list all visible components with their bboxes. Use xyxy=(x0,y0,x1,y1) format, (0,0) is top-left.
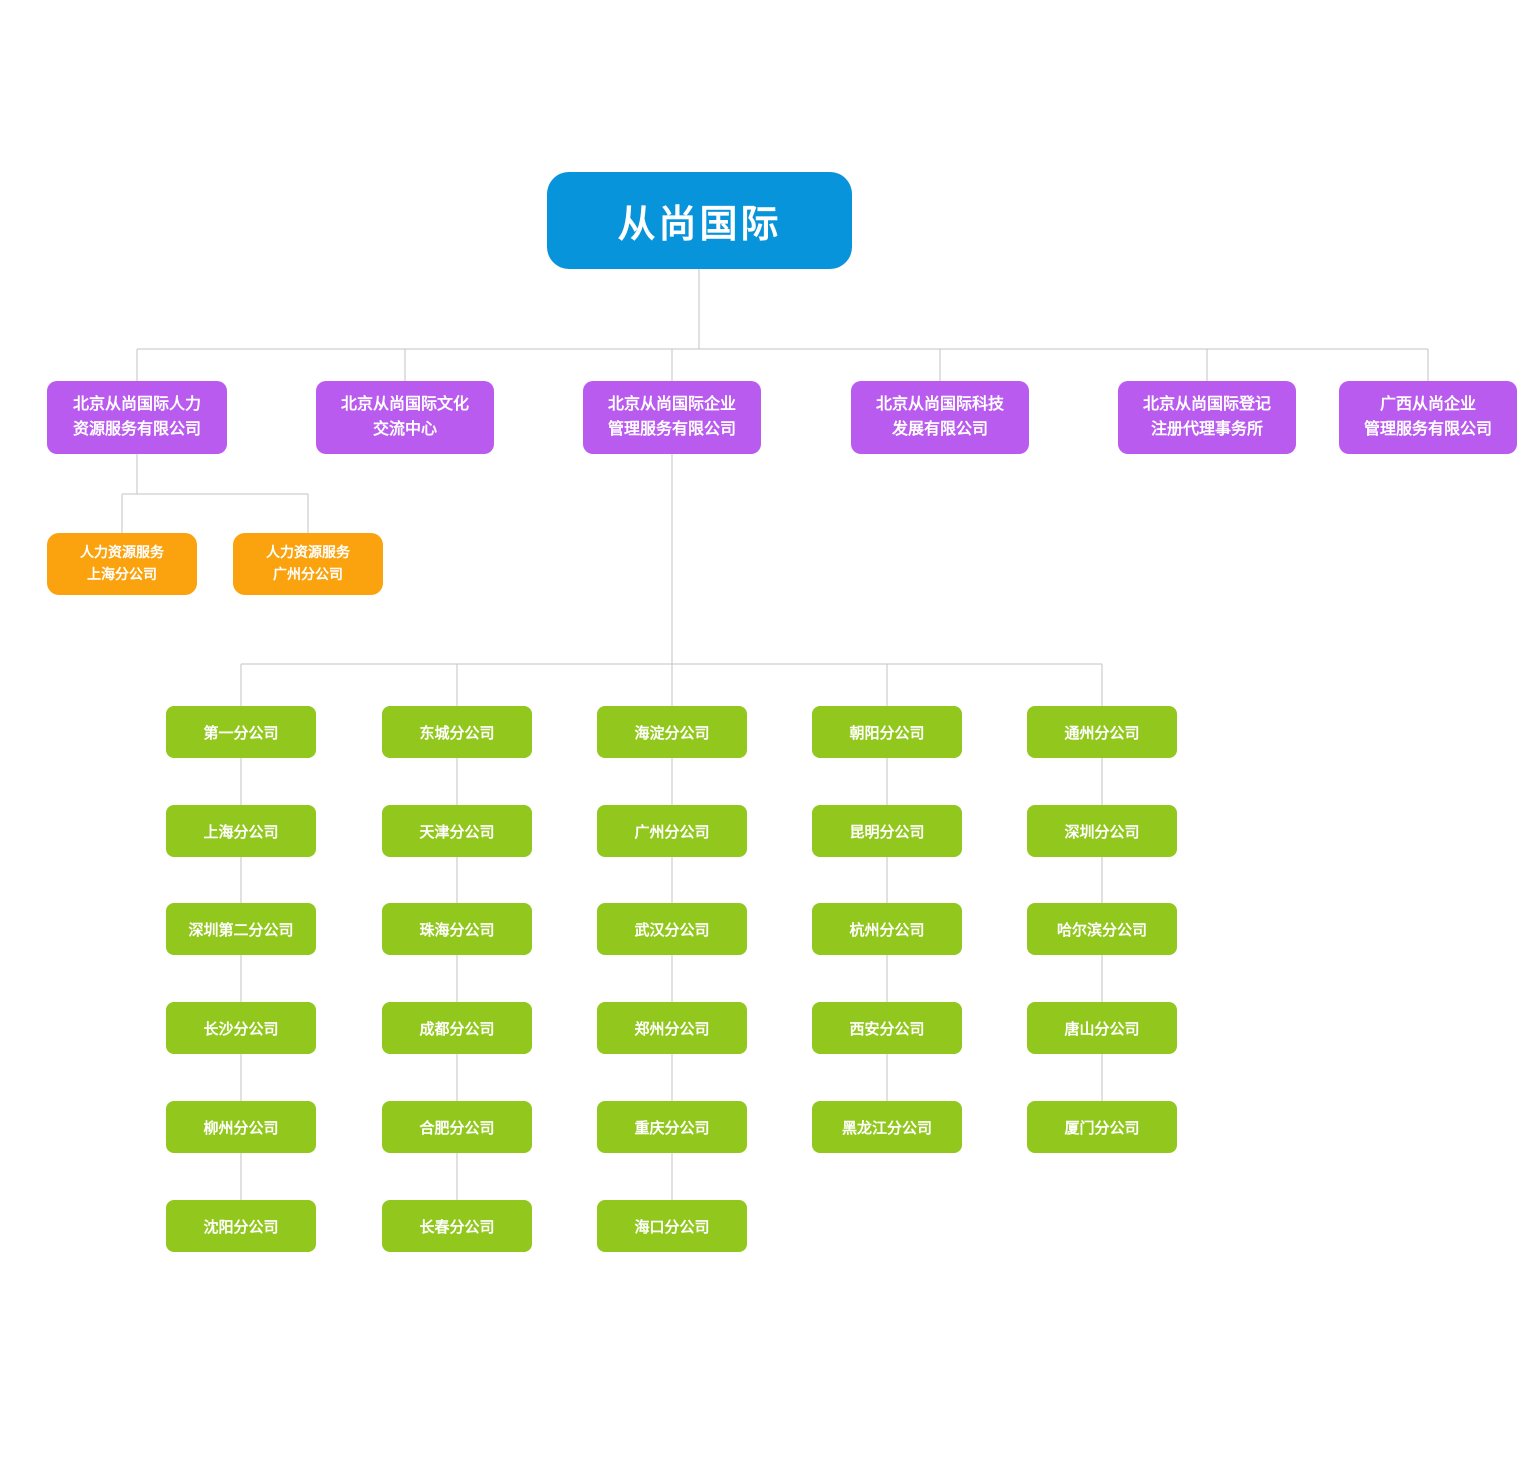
org-node-branch[interactable]: 第一分公司 xyxy=(166,706,316,758)
org-node-branch[interactable]: 重庆分公司 xyxy=(597,1101,747,1153)
org-node-branch[interactable]: 郑州分公司 xyxy=(597,1002,747,1054)
org-node-branch[interactable]: 长春分公司 xyxy=(382,1200,532,1252)
org-node-branch[interactable]: 天津分公司 xyxy=(382,805,532,857)
org-root-node[interactable]: 从尚国际 xyxy=(547,172,852,269)
org-node-branch[interactable]: 通州分公司 xyxy=(1027,706,1177,758)
org-node-branch[interactable]: 东城分公司 xyxy=(382,706,532,758)
org-node-cultural-exchange-center[interactable]: 北京从尚国际文化 交流中心 xyxy=(316,381,494,454)
org-node-branch[interactable]: 长沙分公司 xyxy=(166,1002,316,1054)
org-node-branch[interactable]: 深圳分公司 xyxy=(1027,805,1177,857)
org-node-hr-services-company[interactable]: 北京从尚国际人力 资源服务有限公司 xyxy=(47,381,227,454)
org-node-branch[interactable]: 杭州分公司 xyxy=(812,903,962,955)
org-node-tech-development-company[interactable]: 北京从尚国际科技 发展有限公司 xyxy=(851,381,1029,454)
org-node-branch[interactable]: 西安分公司 xyxy=(812,1002,962,1054)
org-node-registration-agency[interactable]: 北京从尚国际登记 注册代理事务所 xyxy=(1118,381,1296,454)
org-node-hr-guangzhou-branch[interactable]: 人力资源服务 广州分公司 xyxy=(233,533,383,595)
org-node-hr-shanghai-branch[interactable]: 人力资源服务 上海分公司 xyxy=(47,533,197,595)
org-node-branch[interactable]: 海口分公司 xyxy=(597,1200,747,1252)
org-node-branch[interactable]: 珠海分公司 xyxy=(382,903,532,955)
org-node-branch[interactable]: 成都分公司 xyxy=(382,1002,532,1054)
org-node-branch[interactable]: 朝阳分公司 xyxy=(812,706,962,758)
org-node-branch[interactable]: 厦门分公司 xyxy=(1027,1101,1177,1153)
org-node-branch[interactable]: 海淀分公司 xyxy=(597,706,747,758)
org-node-enterprise-mgmt-company[interactable]: 北京从尚国际企业 管理服务有限公司 xyxy=(583,381,761,454)
org-node-guangxi-company[interactable]: 广西从尚企业 管理服务有限公司 xyxy=(1339,381,1517,454)
org-node-branch[interactable]: 广州分公司 xyxy=(597,805,747,857)
org-node-branch[interactable]: 黑龙江分公司 xyxy=(812,1101,962,1153)
org-node-branch[interactable]: 深圳第二分公司 xyxy=(166,903,316,955)
org-node-branch[interactable]: 柳州分公司 xyxy=(166,1101,316,1153)
org-node-branch[interactable]: 合肥分公司 xyxy=(382,1101,532,1153)
org-node-branch[interactable]: 沈阳分公司 xyxy=(166,1200,316,1252)
org-node-branch[interactable]: 武汉分公司 xyxy=(597,903,747,955)
org-node-branch[interactable]: 哈尔滨分公司 xyxy=(1027,903,1177,955)
org-node-branch[interactable]: 唐山分公司 xyxy=(1027,1002,1177,1054)
org-node-branch[interactable]: 昆明分公司 xyxy=(812,805,962,857)
org-node-branch[interactable]: 上海分公司 xyxy=(166,805,316,857)
